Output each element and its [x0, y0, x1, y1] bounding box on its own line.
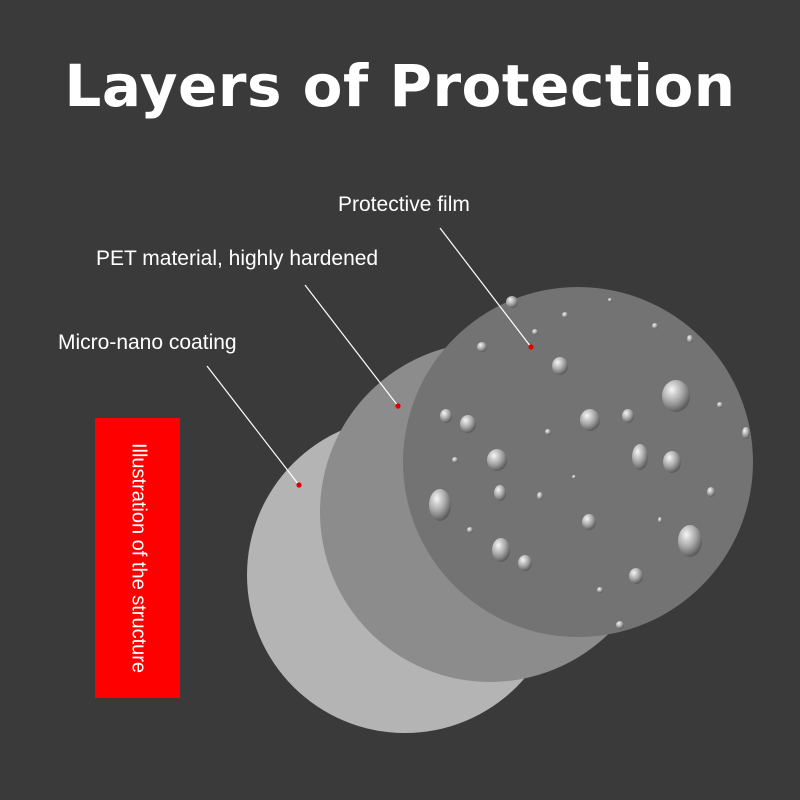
coating-marker-dot [296, 482, 302, 488]
water-droplets [429, 296, 750, 629]
pet-leader-line [304, 284, 399, 407]
film-marker-dot [528, 344, 534, 350]
film-leader-line [439, 227, 532, 348]
label-micro-nano-coating: Micro-nano coating [58, 331, 237, 354]
label-pet-material: PET material, highly hardened [96, 247, 379, 270]
page-title: Layers of Protection [64, 52, 736, 120]
structure-banner: Illustration of the structure [95, 418, 180, 698]
film-layer [403, 287, 753, 637]
structure-banner-text: Illustration of the structure [127, 442, 149, 674]
label-protective-film: Protective film [338, 193, 470, 216]
coating-leader-line [206, 365, 300, 486]
pet-marker-dot [395, 403, 401, 409]
